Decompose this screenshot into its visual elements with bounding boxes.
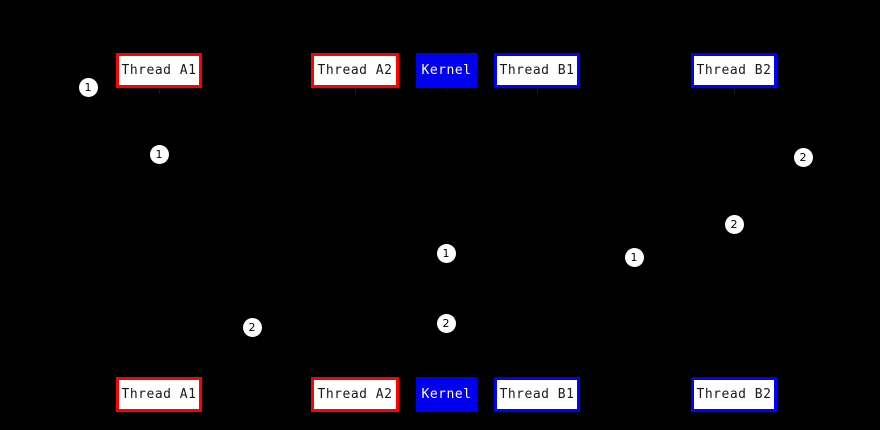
- participant-box-thread-b2-top[interactable]: Thread B2: [691, 53, 777, 88]
- step-marker-marker-1b: 1: [149, 144, 169, 164]
- step-marker-marker-1c: 1: [436, 243, 456, 263]
- step-marker-marker-1a: 1: [78, 77, 98, 97]
- lifeline-stub-kernel: [446, 85, 447, 91]
- participant-label: Thread B1: [499, 63, 575, 78]
- step-marker-marker-2a: 2: [793, 147, 813, 167]
- participant-label: Thread A1: [121, 387, 197, 402]
- participant-box-thread-b2-bottom[interactable]: Thread B2: [691, 377, 777, 412]
- participant-label: Thread B2: [696, 63, 772, 78]
- participant-box-thread-b1-bottom[interactable]: Thread B1: [494, 377, 580, 412]
- message-arrow-msg-1: [159, 151, 446, 157]
- participant-box-thread-a1-bottom[interactable]: Thread A1: [116, 377, 202, 412]
- message-arrow-msg-3: [446, 250, 634, 256]
- lifeline-stub-thread-b2: [734, 88, 735, 94]
- participant-label: Thread B2: [696, 387, 772, 402]
- participant-box-kernel-bottom[interactable]: Kernel: [416, 377, 477, 412]
- participant-box-thread-a1-top[interactable]: Thread A1: [116, 53, 202, 88]
- participant-box-kernel-top[interactable]: Kernel: [416, 53, 477, 88]
- participant-label: Thread A2: [317, 387, 393, 402]
- participant-box-thread-a2-bottom[interactable]: Thread A2: [311, 377, 399, 412]
- step-marker-marker-2c: 2: [242, 317, 262, 337]
- lifeline-stub-thread-a2: [355, 88, 356, 94]
- step-marker-marker-1d: 1: [624, 247, 644, 267]
- lifeline-stub-thread-a1: [159, 88, 160, 94]
- participant-label: Kernel: [421, 63, 472, 78]
- lifeline-thread-a1: [159, 88, 160, 377]
- participant-label: Kernel: [421, 387, 472, 402]
- lifeline-thread-a2: [355, 88, 356, 377]
- participant-label: Thread B1: [499, 387, 575, 402]
- participant-label: Thread A1: [121, 63, 197, 78]
- message-arrow-msg-2: [446, 221, 734, 227]
- message-arrow-msg-4: [252, 320, 446, 326]
- lifeline-thread-b1: [537, 88, 538, 377]
- participant-box-thread-b1-top[interactable]: Thread B1: [494, 53, 580, 88]
- lifeline-kernel: [446, 85, 447, 377]
- step-marker-marker-2b: 2: [724, 214, 744, 234]
- step-marker-marker-2d: 2: [436, 313, 456, 333]
- participant-box-thread-a2-top[interactable]: Thread A2: [311, 53, 399, 88]
- participant-label: Thread A2: [317, 63, 393, 78]
- lifeline-stub-thread-b1: [537, 88, 538, 94]
